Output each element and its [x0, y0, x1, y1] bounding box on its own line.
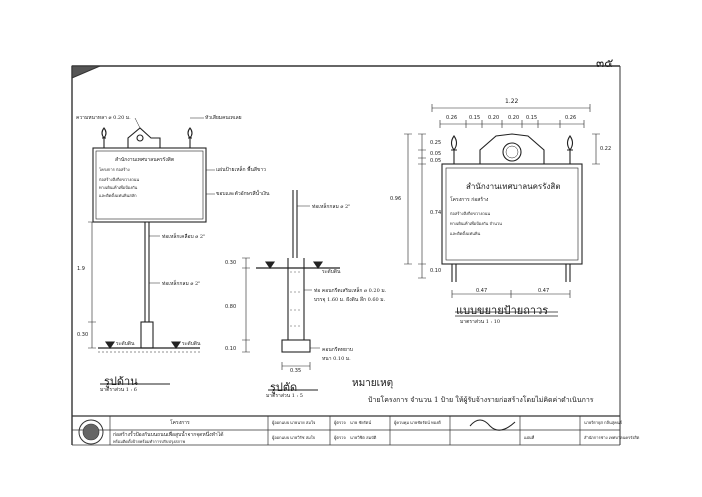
front-sign-line: สำนักงานเทศบาลนครรังสิต	[115, 157, 175, 163]
detail-view-drawing	[404, 104, 600, 317]
title-row-role: ผู้ตรวจ	[334, 435, 346, 440]
title-row-name: นายชัยรัตน์ ทองดี	[410, 420, 441, 425]
detail-dim-left: 0.05	[430, 151, 442, 157]
front-label-color: ขอบและตัวอักษรสีน้ำเงิน	[216, 191, 270, 197]
detail-dim-left: 0.05	[430, 158, 442, 164]
front-sign-line: ทางเดินเท้าเพื่อป้องกัน	[99, 185, 138, 190]
front-label-finial: หัวเสียมคนเทเลย	[205, 115, 242, 121]
detail-dim-top: 0.15	[526, 115, 538, 121]
title-row-name: นายนาย สมใจ	[290, 420, 316, 425]
detail-view-title: แบบขยายป้ายถาวร	[456, 304, 549, 317]
section-dim: 0.30	[225, 260, 237, 266]
section-view-scale: มาตราส่วน 1 : 5	[266, 393, 303, 399]
notes-text: ป้ายโครงการ จำนวน 1 ป้าย ให้ผู้รับจ้างรา…	[368, 396, 594, 404]
title-sheet-no: แผ่นที่	[524, 435, 535, 440]
section-dim: 0.10	[225, 346, 237, 352]
section-label-concrete: ท่อ คอนกรีตเสริมเหล็ก ø 0.20 ม.	[314, 288, 387, 294]
detail-dim-left: 0.10	[430, 268, 442, 274]
detail-dim-top: 0.20	[508, 115, 520, 121]
section-label-base: คอนกรีตหยาบ	[322, 347, 353, 353]
section-dim: 0.80	[225, 304, 237, 310]
front-view-drawing	[88, 117, 215, 353]
front-view-title: รูปด้าน	[104, 375, 138, 388]
detail-sign-line: ทางเดินเท้าเพื่อป้องกัน จำนวน	[450, 221, 502, 226]
title-row-name: นายวิชิต สมบัติ	[350, 435, 377, 440]
detail-sign-title: สำนักงานเทศบาลนครรังสิต	[466, 182, 561, 191]
front-sign-line: โครงการ ก่อสร้าง	[99, 167, 130, 172]
front-label-pipe-upper: ท่อเหล็กเคลือบ ø 2"	[162, 234, 206, 240]
title-engineer: นายจิรายุส กลิ่นสุคนธ์	[584, 420, 623, 425]
title-project-label: โครงการ	[170, 420, 190, 426]
section-dim: 0.35	[290, 368, 302, 374]
front-dim: 1.9	[77, 266, 85, 272]
front-sign-line: และติดตั้งแท่นหินสลัก	[99, 193, 137, 198]
title-row-role: ผู้ออกแบบ	[272, 420, 290, 425]
detail-dim-top: 0.20	[488, 115, 500, 121]
title-row-role: ผู้ตรวจ	[334, 420, 346, 425]
detail-dim-left: 0.74	[430, 210, 442, 216]
detail-dim-top: 0.26	[446, 115, 458, 121]
detail-dim-bottom: 0.47	[538, 288, 550, 294]
front-view-scale: มาตราส่วน 1 : 6	[100, 387, 137, 393]
front-label-ground-right: ระดับดิน	[182, 341, 201, 347]
title-block-grid	[72, 416, 620, 446]
detail-dim-top: 0.15	[469, 115, 481, 121]
signature-mark	[469, 419, 516, 431]
detail-sign-line: โครงการ ก่อสร้าง	[450, 197, 489, 203]
title-office: สำนักการช่าง เทศบาลนครรังสิต	[584, 435, 640, 440]
notes-heading: หมายเหตุ	[352, 378, 394, 389]
front-sign-line: ก่อสร้างสิ่งกีดขวางถนน	[99, 177, 140, 182]
title-project-line: ก่อสร้างรั้วป้องกันบนถนนเพื่อสูบน้ำจากจุ…	[113, 432, 224, 438]
detail-view-scale: มาตราส่วน 1 : 10	[460, 319, 501, 325]
section-label-concrete: บรรจุ 1.60 ม. ฝังดิน ลึก 0.60 ม.	[314, 297, 386, 303]
detail-dim-total: 1.22	[505, 98, 519, 105]
title-row-role: ผู้ควบคุม	[394, 420, 410, 425]
municipal-seal-icon	[78, 419, 104, 445]
page-number: ๓๕	[596, 56, 614, 70]
detail-dim-right: 0.22	[600, 146, 612, 152]
title-row-name: นาย ชัยรัตน์	[350, 420, 372, 425]
front-label-ground-left: ระดับดิน	[116, 341, 135, 347]
section-view-drawing	[242, 190, 340, 370]
detail-sign-line: และติดตั้งแท่นหิน	[450, 231, 481, 236]
front-label-pipe-lower: ท่อเหล็กกลม ø 2"	[162, 281, 201, 287]
section-label-ground: ระดับดิน	[322, 269, 341, 275]
section-view-title: รูปตัด	[270, 381, 298, 394]
front-label-top: ความหนาหลา ø 0.20 ม.	[76, 115, 131, 121]
section-label-pipe: ท่อเหล็กกลม ø 2"	[312, 204, 351, 210]
front-label-plate: แผ่นป้ายเหล็ก พื้นสีขาว	[216, 167, 266, 173]
title-row-name: นายวิรัช สมใจ	[290, 435, 316, 440]
front-dim: 0.30	[77, 332, 89, 338]
detail-sign-line: ก่อสร้างสิ่งกีดขวางถนน	[450, 211, 491, 216]
detail-dim-bottom: 0.47	[476, 288, 488, 294]
section-label-base: หนา 0.10 ม.	[322, 356, 351, 362]
title-row-role: ผู้ออกแบบ	[272, 435, 290, 440]
detail-dim-left: 0.96	[390, 196, 402, 202]
detail-dim-left: 0.25	[430, 140, 442, 146]
detail-dim-top: 0.26	[565, 115, 577, 121]
title-project-line: พร้อมติดตั้งป้ายพร้อมทำการปรับปรุงสภาพ	[113, 439, 186, 444]
